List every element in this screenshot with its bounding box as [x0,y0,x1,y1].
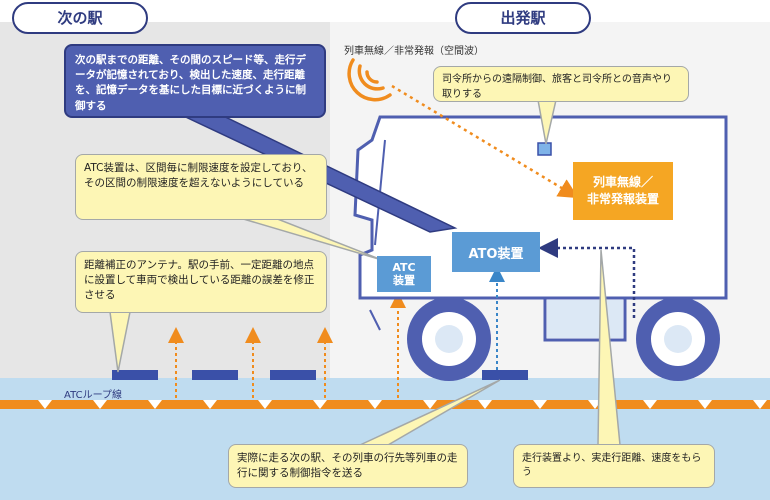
antenna-2 [192,370,238,380]
ato-device: ATO装置 [452,232,540,272]
antenna-callout: 距離補正のアンテナ。駅の手前、一定距離の地点に設置して車両で検出している距離の誤… [75,251,327,313]
departure-station-label: 出発駅 [455,2,591,34]
next-station-label: 次の駅 [12,2,148,34]
antenna-1 [112,370,158,380]
roof-antenna [537,142,552,156]
antenna-4 [482,370,528,380]
ato-memory-callout: 次の駅までの距離、その間のスピード等、走行データが記憶されており、検出した速度、… [64,44,326,118]
atc-device: ATC 装置 [377,256,431,292]
radio-callout: 司令所からの遠隔制御、旅客と司令所との音声やり取りする [433,66,689,102]
atc-callout: ATC装置は、区間毎に制限速度を設定しており、その区間の制限速度を超えないように… [75,154,327,220]
running-callout: 走行装置より、実走行距離、速度をもらう [513,444,715,488]
radio-wave-icon [347,58,392,102]
rail-notches [38,400,767,409]
atc-loop-label: ATCループ線 [64,390,122,401]
atc-loop-rail [0,400,770,409]
antenna-3 [270,370,316,380]
radio-label: 列車無線／非常発報（空間波） [344,46,484,57]
radio-device: 列車無線／ 非常発報装置 [573,162,673,220]
loop-callout: 実際に走る次の駅、その列車の行先等列車の走行に関する制御指令を送る [228,444,468,488]
wheels [407,297,720,381]
